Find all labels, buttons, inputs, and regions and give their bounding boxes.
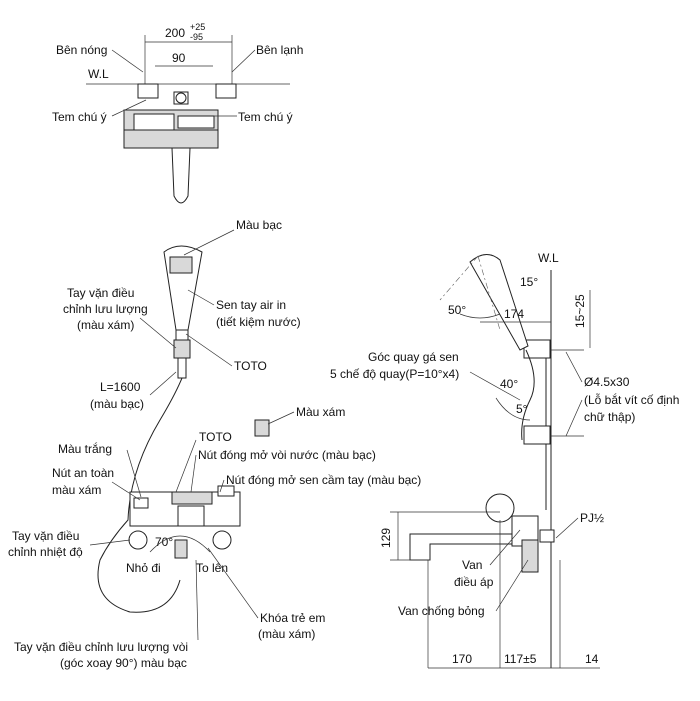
- angle-50-label: 50°: [448, 303, 466, 317]
- angle-15-label: 15°: [520, 275, 538, 289]
- safety-button-line1: Nút an toàn: [52, 466, 114, 480]
- dim-174: 174: [504, 307, 524, 321]
- dim-90: 90: [172, 51, 186, 65]
- safety-button-line2: màu xám: [52, 483, 101, 497]
- temp-handle-line1: Tay vặn điều: [12, 529, 79, 543]
- pressure-valve-line1: Van: [462, 558, 482, 572]
- screw-hole-line2: (Lỗ bắt vít cố định: [584, 392, 679, 407]
- faucet-button-label: Nút đóng mở vòi nước (màu bạc): [198, 448, 376, 462]
- holder-rotation-line2: 5 chế độ quay(P=10°x4): [330, 367, 459, 381]
- caution-right-label: Tem chú ý: [238, 110, 293, 124]
- dim-129: 129: [379, 528, 393, 548]
- angle-70-label: 70°: [155, 535, 173, 549]
- angle-40-label: 40°: [500, 377, 518, 391]
- top-view: 200 +25 -95 90 Bên nóng Bên lạnh W.L Tem…: [52, 22, 303, 204]
- faucet-flow-handle-line2: (góc xoay 90°) màu bạc: [60, 656, 187, 670]
- flow-handle-line2: chỉnh lưu lượng: [63, 302, 148, 316]
- dim-14: 14: [585, 652, 599, 666]
- side-water-level-label: W.L: [538, 251, 559, 265]
- flow-handle-line3: (màu xám): [77, 318, 134, 332]
- holder-rotation-line1: Góc quay gá sen: [368, 350, 459, 364]
- dim-117: 117±5: [504, 652, 537, 666]
- dim-15-25: 15~25: [573, 294, 587, 328]
- pressure-valve-line2: điều áp: [454, 575, 494, 589]
- dim-170: 170: [452, 652, 472, 666]
- brand-label: TOTO: [234, 359, 267, 373]
- child-lock-line2: (màu xám): [258, 627, 315, 641]
- hose-color-label: (màu bạc): [90, 397, 144, 411]
- water-level-label: W.L: [88, 67, 109, 81]
- white-color-label: Màu trắng: [58, 441, 112, 456]
- front-view: Màu bạc Tay vặn điều chỉnh lưu lượng (mà…: [8, 218, 421, 670]
- side-view: W.L 15° 50° 174 15~25 Góc quay gá sen 5 …: [330, 251, 679, 669]
- larger-label: To lên: [196, 561, 228, 575]
- dim-200: 200: [165, 26, 185, 40]
- screw-hole-line1: Ø4.5x30: [584, 375, 630, 389]
- check-valve-label: Van chống bỏng: [398, 604, 485, 618]
- silver-color-label: Màu bạc: [236, 218, 282, 232]
- shower-button-label: Nút đóng mở sen cầm tay (màu bạc): [226, 473, 421, 487]
- smaller-label: Nhỏ đi: [126, 561, 161, 575]
- hand-shower-line1: Sen tay air in: [216, 298, 286, 312]
- pj-label: PJ½: [580, 511, 604, 525]
- dim-tolerance-plus: +25: [190, 22, 205, 32]
- hot-side-label: Bên nóng: [56, 43, 107, 57]
- angle-5-label: 5°: [516, 402, 528, 416]
- hand-shower-line2: (tiết kiệm nước): [216, 315, 301, 329]
- grey-color-label: Màu xám: [296, 405, 345, 419]
- hose-length-label: L=1600: [100, 380, 141, 394]
- screw-hole-line3: chữ thập): [584, 410, 635, 424]
- temp-handle-line2: chỉnh nhiệt độ: [8, 545, 83, 559]
- child-lock-line1: Khóa trẻ em: [260, 611, 325, 625]
- faucet-flow-handle-line1: Tay vặn điều chỉnh lưu lượng vòi: [14, 640, 188, 654]
- flow-handle-line1: Tay vặn điều: [67, 286, 134, 300]
- brand2-label: TOTO: [199, 430, 232, 444]
- cold-side-label: Bên lạnh: [256, 43, 303, 57]
- dim-tolerance-minus: -95: [190, 32, 203, 42]
- caution-left-label: Tem chú ý: [52, 110, 107, 124]
